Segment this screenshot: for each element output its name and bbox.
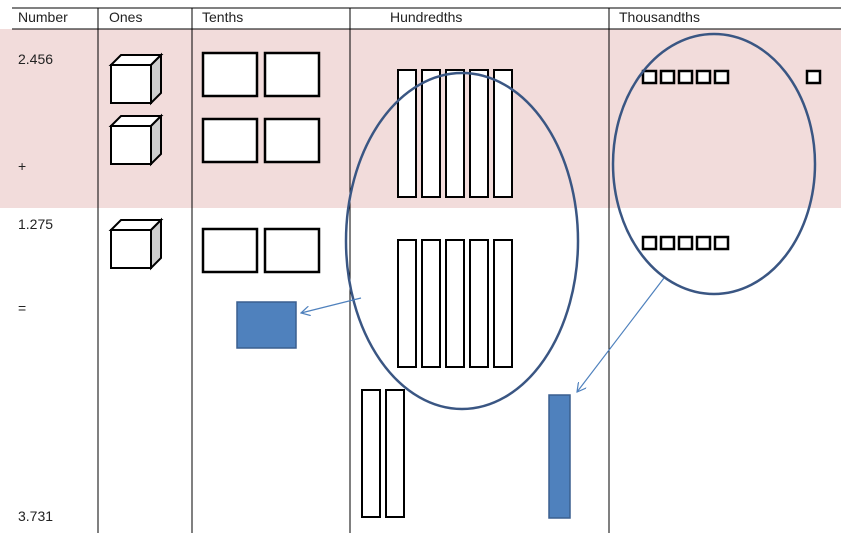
thousandths-unit bbox=[695, 69, 712, 85]
hundredths-rod bbox=[445, 239, 465, 368]
thousandths-group-circle bbox=[611, 32, 817, 296]
thousandths-unit bbox=[713, 69, 730, 85]
hundredths-rod bbox=[493, 239, 513, 368]
hundredths-rod bbox=[445, 69, 465, 198]
thousandths-unit bbox=[695, 235, 712, 251]
ones-cube bbox=[108, 217, 164, 271]
regrouped-hundredth-rod bbox=[548, 394, 571, 519]
hundredths-rod bbox=[469, 69, 489, 198]
thousandths-unit bbox=[677, 69, 694, 85]
tenths-flat bbox=[201, 227, 259, 274]
thousandths-blocks bbox=[641, 69, 822, 251]
tenths-flat bbox=[201, 51, 259, 98]
tenths-flat bbox=[263, 51, 321, 98]
second-number: 1.275 bbox=[18, 216, 54, 232]
hundredths-rod bbox=[397, 69, 417, 198]
hundredths-rod bbox=[493, 69, 513, 198]
header-number: Number bbox=[18, 9, 68, 25]
thousandths-unit bbox=[641, 235, 658, 251]
hundredths-rod bbox=[397, 239, 417, 368]
regrouped-tenth-block bbox=[236, 301, 297, 349]
tenths-flat bbox=[263, 117, 321, 164]
hundredths-group-circle bbox=[344, 71, 580, 411]
tenths-flat bbox=[201, 117, 259, 164]
thousandths-unit bbox=[659, 69, 676, 85]
result-hundredths-rod bbox=[385, 389, 405, 518]
hundredths-rod bbox=[421, 69, 441, 198]
thousandths-unit bbox=[641, 69, 658, 85]
thousandths-unit bbox=[805, 69, 822, 85]
table-grid bbox=[12, 7, 841, 533]
thousandths-unit bbox=[659, 235, 676, 251]
header-hundredths: Hundredths bbox=[390, 9, 463, 25]
hundredths-rod bbox=[421, 239, 441, 368]
header-ones: Ones bbox=[109, 9, 143, 25]
thousandths-unit bbox=[713, 235, 730, 251]
result-hundredths-rod bbox=[361, 389, 381, 518]
header-tenths: Tenths bbox=[202, 9, 244, 25]
tenths-flat bbox=[263, 227, 321, 274]
header-thousandths: Thousandths bbox=[619, 9, 700, 25]
ones-blocks bbox=[108, 52, 164, 271]
thousandths-unit bbox=[677, 235, 694, 251]
first-number: 2.456 bbox=[18, 51, 54, 67]
regroup-arrow-tenths bbox=[301, 297, 362, 313]
result-number: 3.731 bbox=[18, 508, 54, 524]
ones-cube bbox=[108, 52, 164, 106]
hundredths-rod bbox=[469, 239, 489, 368]
ones-cube bbox=[108, 113, 164, 167]
hundredths-blocks bbox=[361, 69, 513, 518]
tenths-blocks bbox=[201, 51, 321, 274]
plus-sign: + bbox=[18, 158, 27, 174]
regroup-arrow-hundredths bbox=[577, 277, 665, 392]
equals-sign: = bbox=[18, 300, 27, 316]
